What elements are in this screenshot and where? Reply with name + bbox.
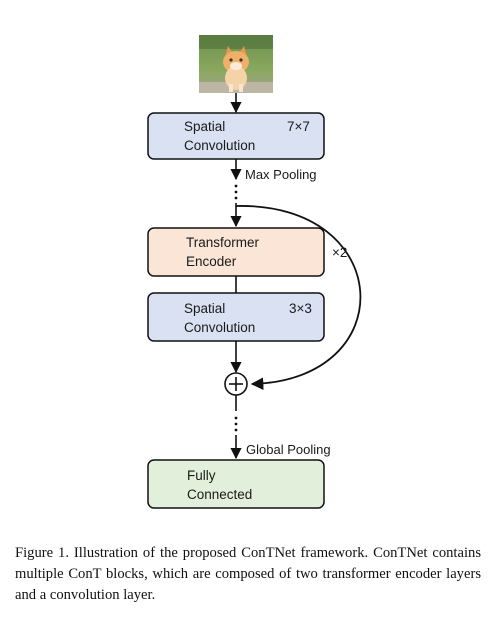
- fully-connected-block: Fully Connected: [147, 459, 325, 509]
- transformer-encoder-block: Transformer Encoder: [147, 227, 325, 277]
- conv1-line1: Spatial: [184, 119, 225, 134]
- spatial-convolution-3x3-block: Spatial Convolution 3×3: [147, 292, 325, 342]
- max-pooling-dots: [234, 184, 238, 200]
- conv1-line2: Convolution: [184, 138, 255, 153]
- fc-line1: Fully: [187, 468, 216, 483]
- spatial-convolution-7x7-block: Spatial Convolution 7×7: [147, 112, 325, 160]
- transformer-line2: Encoder: [186, 254, 237, 269]
- global-pooling-label: Global Pooling: [246, 442, 331, 457]
- fc-line2: Connected: [187, 487, 252, 502]
- conv2-kernel: 3×3: [289, 301, 312, 316]
- repeat-x2-label: ×2: [332, 245, 347, 260]
- input-cat-image: [199, 35, 273, 93]
- conv2-line1: Spatial: [184, 301, 225, 316]
- global-pooling-dots: [234, 416, 238, 432]
- transformer-line1: Transformer: [186, 235, 260, 250]
- add-node: [224, 372, 248, 396]
- figure-caption: Figure 1. Illustration of the proposed C…: [15, 545, 481, 603]
- max-pooling-label: Max Pooling: [245, 167, 317, 182]
- conv2-line2: Convolution: [184, 320, 255, 335]
- residual-skip-connection: [235, 205, 362, 390]
- conv1-kernel: 7×7: [287, 119, 310, 134]
